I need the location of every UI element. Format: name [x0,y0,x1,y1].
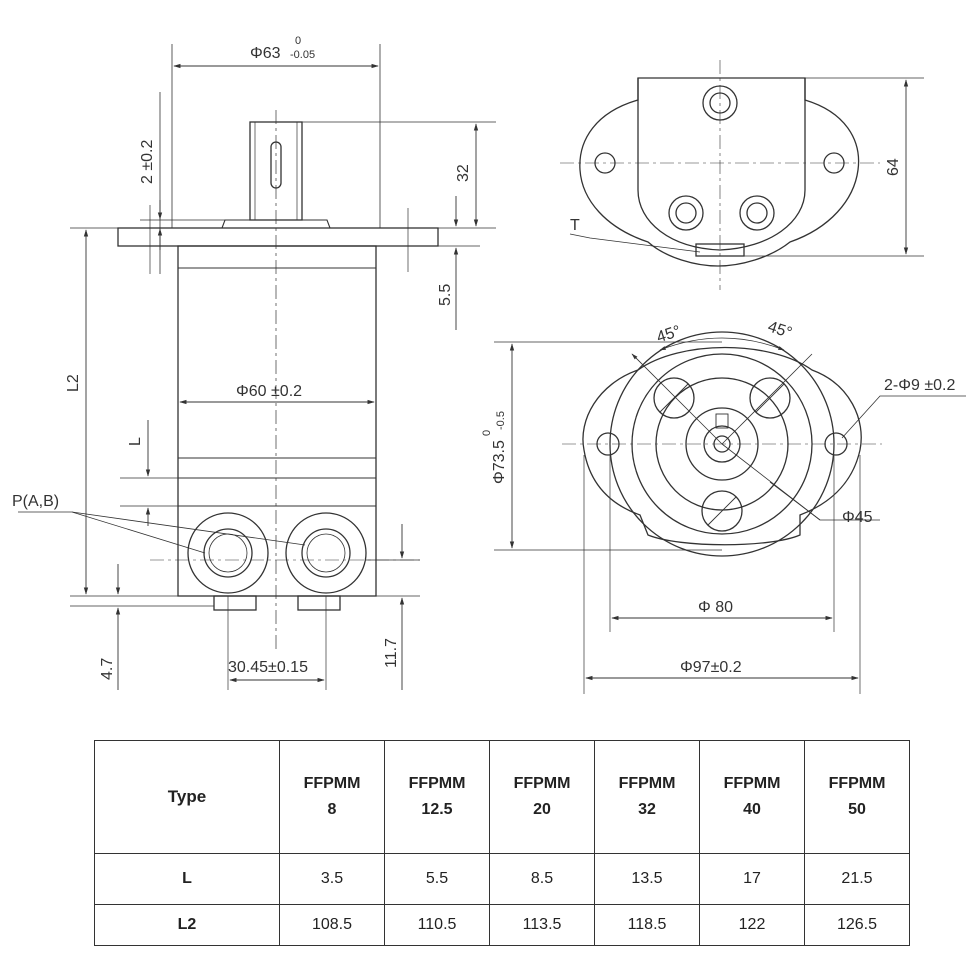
top-bolt-2 [668,195,704,231]
model-name: FFPMM [828,775,886,792]
row-label: L [94,853,280,905]
table-cell: 110.5 [384,904,490,946]
table-cell: 17 [699,853,805,905]
bottom-bolt-2 [749,377,791,419]
row-label: L2 [94,904,280,946]
bottom-view-labels: 45° 45° 2-Φ9 ±0.2 Φ73.5 0 -0.5 Φ45 Φ 80 … [481,318,955,676]
mount-hole-leader [841,395,966,439]
label-top-height: 64 [885,158,902,176]
model-name: FFPMM [513,775,571,792]
model-size: 12.5 [421,801,453,818]
label-port-spacing: 30.45±0.15 [228,659,308,676]
label-pilot-diameter: Φ60 ±0.2 [236,383,302,400]
bottom-diag-1 [631,353,723,445]
model-name: FFPMM [723,775,781,792]
label-bolt-circle: Φ73.5 [491,440,508,484]
bottom-body-circle [609,331,835,557]
label-shaft-length: 32 [455,164,472,182]
model-size: 50 [848,801,866,818]
label-tank-port: T [570,217,580,234]
top-mount-hole-left [594,152,616,174]
label-port-offset: L [127,437,144,446]
top-mount-hole-right [823,152,845,174]
table-cell: 118.5 [594,904,700,946]
ports-leader-b [71,511,306,546]
table-cell: 108.5 [279,904,385,946]
label-bolt-tol-lower: -0.5 [495,411,507,430]
front-view-labels: Φ63 0 -0.05 2 ±0.2 32 5.5 L2 Φ60 ±0.2 L … [12,35,472,680]
table-row: L 3.5 5.5 8.5 13.5 17 21.5 [94,853,910,905]
table-header-model: FFPMM 50 [804,740,910,854]
table-cell: 126.5 [804,904,910,946]
tank-port-leader [569,233,701,253]
model-size: 20 [533,801,551,818]
label-flange-width: Φ97±0.2 [680,659,742,676]
label-flange-thickness: 5.5 [437,284,454,306]
spec-table: Type FFPMM 8 FFPMM 12.5 FFPMM 20 FFPMM 32 FF… [94,740,910,946]
bottom-key [715,413,729,429]
label-mount-holes: 2-Φ9 ±0.2 [884,377,955,394]
bottom-bolt-1 [653,377,695,419]
model-name: FFPMM [618,775,676,792]
label-top-diameter: Φ63 [250,45,281,62]
top-view-outline [579,77,860,267]
table-header-model: FFPMM 40 [699,740,805,854]
model-size: 32 [638,801,656,818]
table-cell: 113.5 [489,904,595,946]
table-cell: 13.5 [594,853,700,905]
table-cell: 8.5 [489,853,595,905]
label-flange-offset: 2 ±0.2 [139,140,156,184]
tank-port-boss [695,243,745,257]
technical-drawing: Φ63 0 -0.05 2 ±0.2 32 5.5 L2 Φ60 ±0.2 L … [12,35,966,694]
bottom-bolt-3 [701,490,743,532]
model-size: 40 [743,801,761,818]
table-header-row: Type FFPMM 8 FFPMM 12.5 FFPMM 20 FFPMM 32 FF… [94,740,910,854]
label-bolt-tol-upper: 0 [481,430,493,436]
table-header-model: FFPMM 20 [489,740,595,854]
bottom-view-flange [582,346,862,546]
label-angle-right: 45° [766,318,794,342]
label-body-diameter: Φ 80 [698,599,733,616]
table-header-model: FFPMM 32 [594,740,700,854]
label-body-length: L2 [65,374,82,392]
model-name: FFPMM [303,775,361,792]
mounting-flange [117,227,439,247]
ports-leader-a [18,511,206,554]
label-port-height: 11.7 [383,638,400,668]
table-cell: 122 [699,904,805,946]
table-header-model: FFPMM 8 [279,740,385,854]
model-name: FFPMM [408,775,466,792]
label-top-tol-upper: 0 [295,35,301,47]
bottom-diag-2 [721,353,813,445]
top-view-housing [637,78,806,251]
angle-arc [659,337,785,351]
table-header-model: FFPMM 12.5 [384,740,490,854]
port-boss-a [213,595,257,611]
port-b [285,512,367,594]
bottom-view [494,331,966,694]
table-header-type: Type [94,740,280,854]
label-ports: P(A,B) [12,493,59,510]
top-bolt-3 [739,195,775,231]
port-a [187,512,269,594]
front-view [18,44,496,690]
label-angle-left: 45° [655,323,683,347]
top-bolt-1 [702,85,738,121]
label-inner-circle: Φ45 [842,509,873,526]
label-top-tol-lower: -0.05 [290,49,315,61]
motor-body [177,245,377,597]
table-cell: 5.5 [384,853,490,905]
top-view [560,60,924,290]
table-cell: 3.5 [279,853,385,905]
table-row: L2 108.5 110.5 113.5 118.5 122 126.5 [94,904,910,946]
model-size: 8 [327,801,337,818]
label-base-offset: 4.7 [99,658,116,680]
port-boss-b [297,595,341,611]
table-cell: 21.5 [804,853,910,905]
